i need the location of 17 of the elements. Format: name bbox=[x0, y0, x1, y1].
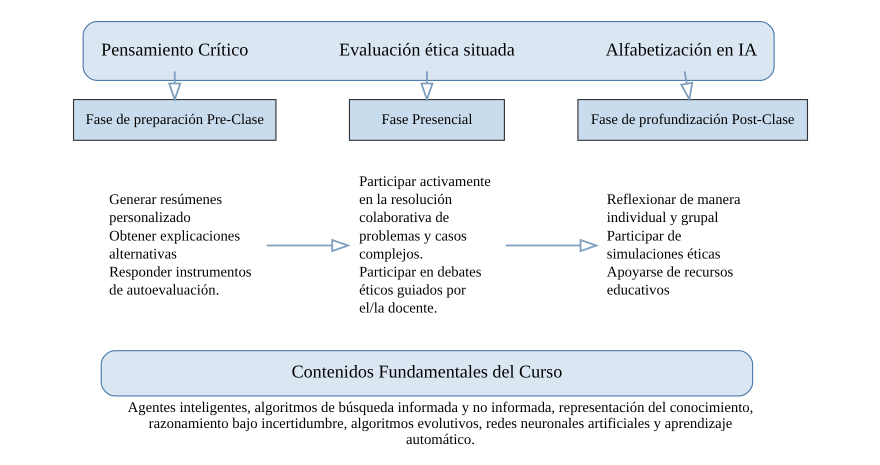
arrow bbox=[420, 71, 434, 102]
node-text: Reflexionar de manera individual y grupal Participar de simulaciones éticas Apoyarse de recursos educativos bbox=[606, 192, 740, 299]
node-box: Fase Presencial bbox=[348, 99, 504, 141]
arrow bbox=[505, 238, 599, 252]
node-text: Alfabetización en IA bbox=[605, 39, 757, 60]
node-text: Pensamiento Crítico bbox=[100, 39, 248, 60]
node-text: Participar activamente en la resolución colaborativa de problemas y casos complejos. Participar en debates éticos guiados por el/la docente. bbox=[358, 174, 490, 317]
node-text: Generar resúmenes personalizado Obtener explicaciones alternativas Responder instrumentos de autoevaluación. bbox=[108, 192, 252, 299]
caption: Agentes inteligentes, algoritmos de búsqueda informada y no informada, representación del conocimiento, razonamiento bajo incertidumbre, algoritmos evolutivos, redes neuronales artificiales y aprendizaje automático. bbox=[127, 400, 753, 448]
node-text: Evaluación ética situada bbox=[338, 39, 514, 60]
node-box: Fase de preparación Pre-Clase bbox=[72, 99, 276, 141]
cluster bbox=[82, 21, 774, 81]
node-box: Contenidos Fundamentales del Curso bbox=[100, 350, 753, 396]
arrow bbox=[167, 71, 182, 102]
node-box: Fase de profundización Post-Clase bbox=[576, 99, 808, 141]
arrow bbox=[679, 71, 693, 102]
arrow bbox=[266, 238, 350, 252]
